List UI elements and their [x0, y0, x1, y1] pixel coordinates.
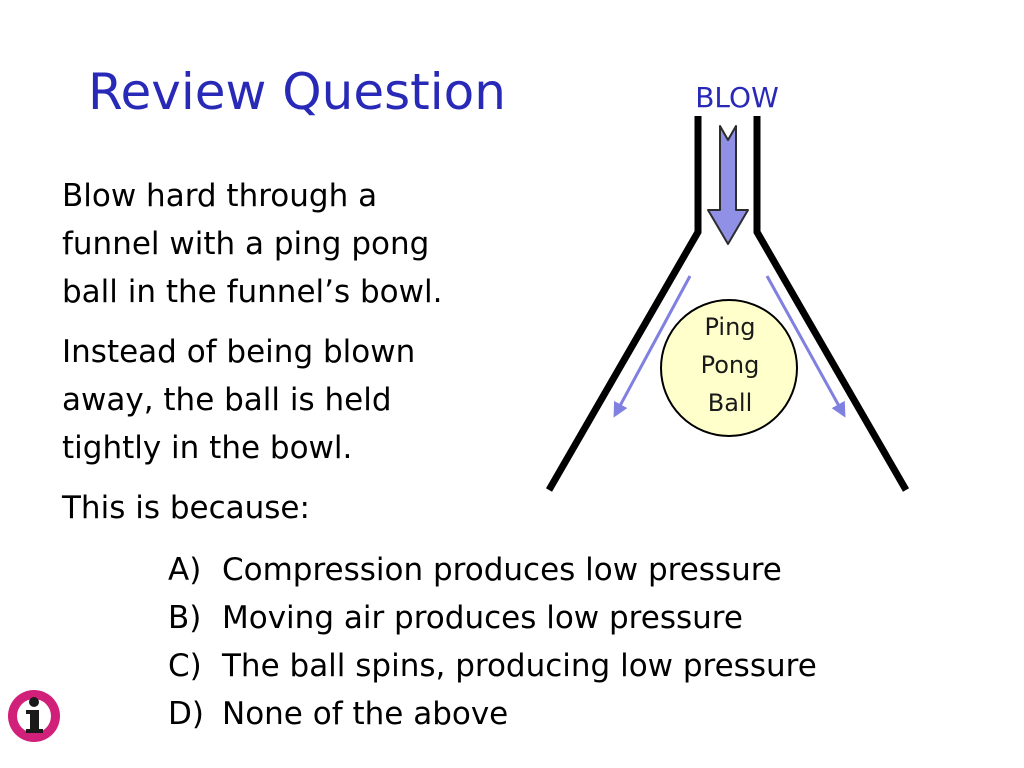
choice-text: Moving air produces low pressure	[222, 600, 743, 636]
funnel-diagram: BLOW	[545, 81, 910, 492]
choice-text: The ball spins, producing low pressure	[222, 648, 817, 684]
funnel-left-wall	[545, 116, 702, 492]
choice-text: None of the above	[222, 696, 509, 732]
question-paragraph-3: This is because:	[62, 484, 582, 532]
ball-label-line: Pong	[700, 351, 760, 379]
text-line: tightly in the bowl.	[62, 430, 353, 466]
blow-label: BLOW	[695, 81, 779, 114]
choice-d[interactable]: D) None of the above	[168, 690, 817, 738]
ball-label-line: Ping	[704, 313, 756, 341]
answer-choices: A) Compression produces low pressure B) …	[168, 546, 817, 738]
text-line: Blow hard through a	[62, 178, 378, 214]
choice-letter: A)	[168, 552, 202, 588]
blow-arrow-icon	[707, 125, 749, 245]
airflow-right-arrow-icon	[765, 275, 846, 418]
choice-c[interactable]: C) The ball spins, producing low pressur…	[168, 642, 817, 690]
ball-label-line: Ball	[707, 389, 753, 417]
choice-letter: B)	[168, 600, 202, 636]
choice-letter: D)	[168, 696, 204, 732]
question-paragraph-1: Blow hard through a funnel with a ping p…	[62, 172, 582, 316]
ball-label: Ping Pong Ball	[662, 308, 798, 422]
question-body: Blow hard through a funnel with a ping p…	[62, 172, 582, 544]
choice-letter: C)	[168, 648, 202, 684]
info-logo-icon	[8, 690, 60, 742]
text-line: away, the ball is held	[62, 382, 392, 418]
question-paragraph-2: Instead of being blown away, the ball is…	[62, 328, 582, 472]
text-line: Instead of being blown	[62, 334, 416, 370]
choice-b[interactable]: B) Moving air produces low pressure	[168, 594, 817, 642]
text-line: funnel with a ping pong	[62, 226, 430, 262]
ping-pong-ball	[660, 299, 798, 437]
airflow-left-arrow-icon	[613, 275, 692, 418]
slide-title: Review Question	[88, 63, 506, 121]
funnel-right-wall	[753, 116, 910, 492]
choice-a[interactable]: A) Compression produces low pressure	[168, 546, 817, 594]
text-line: ball in the funnel’s bowl.	[62, 274, 443, 310]
choice-text: Compression produces low pressure	[222, 552, 782, 588]
text-line: This is because:	[62, 490, 310, 526]
